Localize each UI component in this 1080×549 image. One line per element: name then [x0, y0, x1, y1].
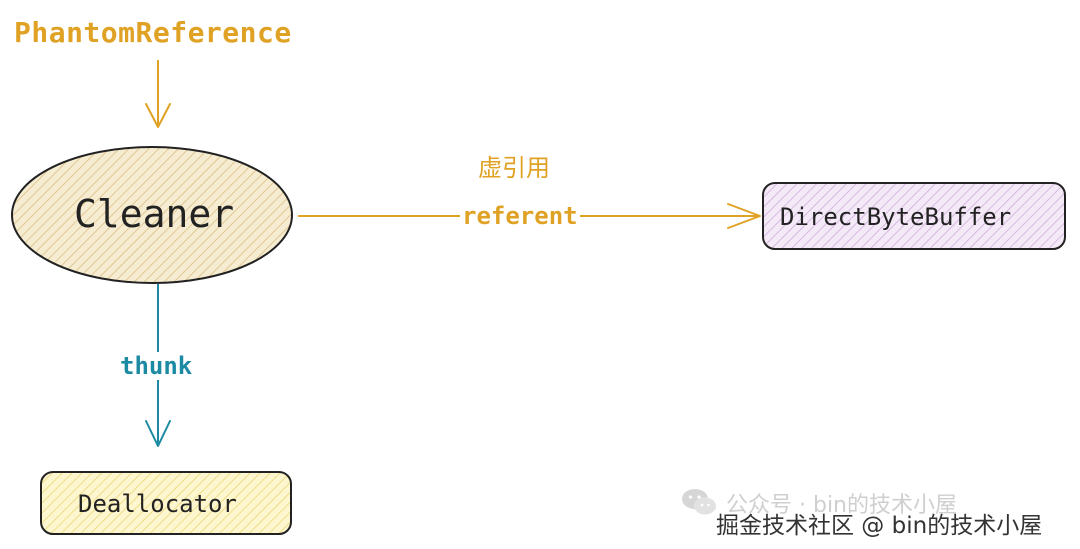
watermark-line-1: 公众号 · bin的技术小屋: [726, 493, 958, 518]
phantom-to-cleaner-arrow: [145, 60, 171, 128]
thunk-label: thunk: [118, 352, 195, 380]
deallocator-node: [40, 471, 292, 535]
virtual-reference-label: 虚引用: [478, 154, 550, 182]
cleaner-node: [11, 146, 293, 284]
wechat-icon: [682, 489, 716, 515]
watermark-line-2: 掘金技术社区 @ bin的技术小屋: [716, 513, 1043, 539]
phantom-reference-label: PhantomReference: [14, 16, 292, 49]
referent-label: referent: [460, 202, 580, 230]
directbytebuffer-node: [762, 182, 1066, 250]
deallocator-label: Deallocator: [78, 490, 237, 518]
directbytebuffer-label: DirectByteBuffer: [780, 203, 1012, 231]
cleaner-label: Cleaner: [74, 192, 235, 236]
